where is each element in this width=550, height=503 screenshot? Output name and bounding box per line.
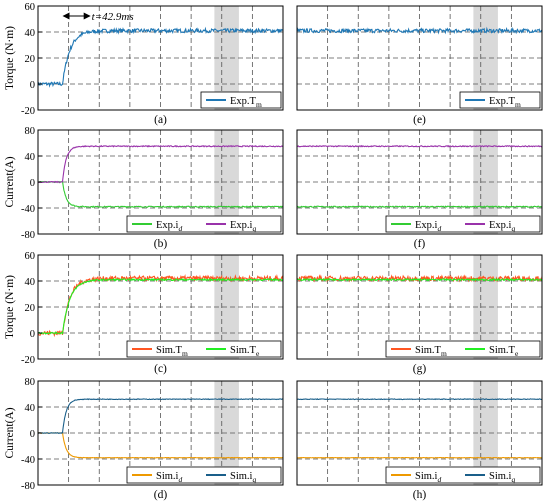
arrow-head-right <box>83 12 91 20</box>
series-line <box>37 277 284 335</box>
y-tick-label: 20 <box>25 303 36 314</box>
y-tick-label: -40 <box>21 455 35 466</box>
legend-label: Sim.Tm <box>415 345 447 358</box>
y-tick-label: -80 <box>21 481 35 492</box>
y-tick-label: 40 <box>25 277 36 288</box>
panel-c: 60 40 20 0 -20 Torque (N·m) Sim.Tm Sim.Te (c) <box>4 251 284 375</box>
series-line <box>296 26 543 35</box>
y-axis-label: Torque (N·m) <box>4 26 16 90</box>
y-tick-label: -40 <box>21 204 35 215</box>
panel-caption: (a) <box>154 114 167 126</box>
series-line <box>37 180 284 209</box>
panel-g: Sim.Tm Sim.Te (g) <box>296 254 543 375</box>
legend-label: Exp.iq <box>230 220 256 233</box>
y-tick-label: 0 <box>30 429 35 440</box>
legend-box <box>385 340 541 358</box>
legend-label: Sim.Te <box>230 345 260 358</box>
panel-frame <box>296 254 543 360</box>
legend-label: Sim.iq <box>489 471 515 484</box>
y-tick-label: -80 <box>21 230 35 241</box>
series-line <box>296 205 543 209</box>
annotation-label: t=42.9ms <box>92 11 134 23</box>
panel-h: Sim.id Sim.iq (h) <box>296 380 543 501</box>
legend: Exp.Tm <box>200 91 282 109</box>
arrow-head-left <box>62 12 70 20</box>
legend-box <box>459 91 541 109</box>
panel-caption: (e) <box>413 114 426 126</box>
legend-label: Sim.Te <box>489 345 519 358</box>
legend-box <box>126 340 282 358</box>
legend: Sim.Tm Sim.Te <box>126 340 282 358</box>
y-tick-label: 20 <box>25 54 36 65</box>
y-tick-label: 60 <box>25 251 36 262</box>
series-line <box>37 144 284 184</box>
panel-frame <box>296 5 543 111</box>
panel-caption: (h) <box>413 489 427 501</box>
panel-b: 80 40 0 -40 -80 Current(A) Exp.id Exp.iq (b) <box>4 126 284 250</box>
legend-label: Exp.Tm <box>489 96 521 109</box>
y-tick-label: -20 <box>21 355 35 366</box>
y-tick-label: 0 <box>30 80 35 91</box>
panel-f: Exp.id Exp.iq (f) <box>296 129 543 250</box>
y-tick-label: 0 <box>30 178 35 189</box>
legend-label: Exp.id <box>156 220 182 233</box>
y-tick-label: 0 <box>30 329 35 340</box>
panel-frame <box>296 380 543 486</box>
legend-label: Exp.Tm <box>230 96 262 109</box>
panel-e: Exp.Tm (e) <box>296 5 543 126</box>
y-tick-label: 40 <box>25 28 36 39</box>
y-tick-label: 40 <box>25 152 36 163</box>
panel-a: 60 40 20 0 -20 Torque (N·m) Exp.Tm (a) t=42.9ms <box>4 2 284 126</box>
panel-caption: (b) <box>154 238 168 250</box>
series-line <box>37 26 284 88</box>
legend-box <box>385 466 541 484</box>
y-axis-label: Current(A) <box>4 407 16 458</box>
legend: Exp.id Exp.iq <box>126 215 282 233</box>
panel-caption: (g) <box>413 363 427 375</box>
y-axis-label: Torque (N·m) <box>4 275 16 339</box>
panel-caption: (f) <box>414 238 426 250</box>
legend-label: Exp.id <box>415 220 441 233</box>
legend-label: Sim.id <box>415 471 441 484</box>
panel-caption: (c) <box>154 363 167 375</box>
series-line <box>37 432 284 459</box>
legend-label: Sim.iq <box>230 471 256 484</box>
panel-d: 80 40 0 -40 -80 Current(A) Sim.id Sim.iq (d) <box>4 377 284 501</box>
y-tick-label: -20 <box>21 106 35 117</box>
panel-frame <box>296 129 543 235</box>
legend-label: Sim.id <box>156 471 182 484</box>
legend-box <box>200 91 282 109</box>
legend: Exp.Tm <box>459 91 541 109</box>
legend-box <box>385 215 541 233</box>
y-tick-label: 40 <box>25 403 36 414</box>
y-tick-label: 60 <box>25 2 36 13</box>
legend: Sim.Tm Sim.Te <box>385 340 541 358</box>
series-line <box>37 398 284 434</box>
legend-label: Sim.Tm <box>156 345 188 358</box>
panel-caption: (d) <box>154 489 168 501</box>
series-line <box>296 277 543 282</box>
y-axis-label: Current(A) <box>4 156 16 207</box>
legend-label: Exp.iq <box>489 220 515 233</box>
legend-box <box>126 215 282 233</box>
series-line <box>296 398 543 401</box>
legend-box <box>126 466 282 484</box>
legend: Sim.id Sim.iq <box>385 466 541 484</box>
legend: Sim.id Sim.iq <box>126 466 282 484</box>
series-line <box>296 144 543 148</box>
y-tick-label: 80 <box>25 377 36 388</box>
y-tick-label: 80 <box>25 126 36 137</box>
legend: Exp.id Exp.iq <box>385 215 541 233</box>
